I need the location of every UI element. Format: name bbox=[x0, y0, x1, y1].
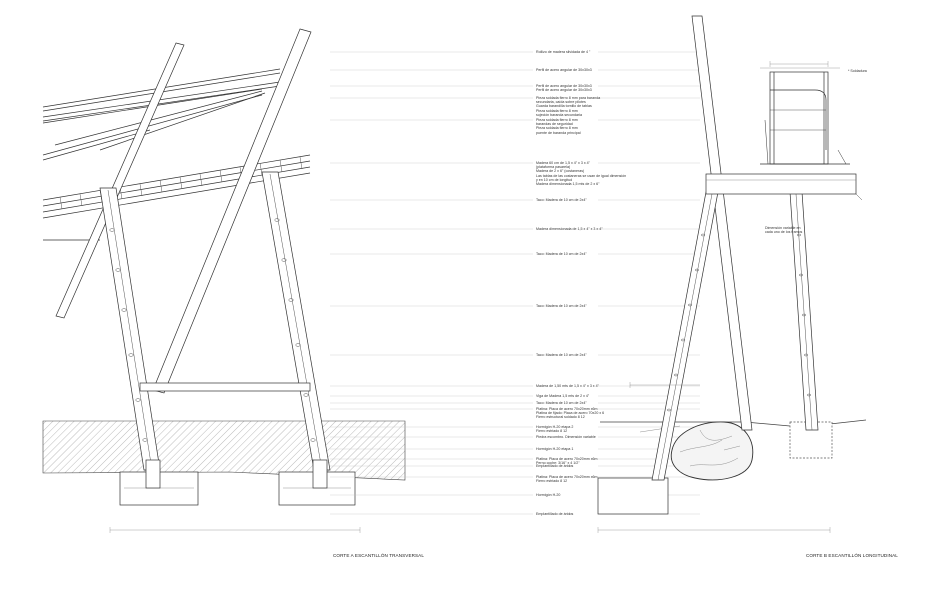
steel-railing bbox=[760, 71, 850, 165]
annotation-label: Hormigón H-20 etapa 1 bbox=[536, 447, 574, 451]
leader-lines bbox=[330, 51, 700, 515]
annotation-label: Piedra escombro. Dimensión variable bbox=[536, 435, 596, 439]
deck-platform bbox=[705, 173, 857, 195]
concrete-footing-secondary bbox=[789, 421, 833, 459]
annotation-label: Perfil de acero angular de 30x30x3 bbox=[536, 68, 592, 72]
longitudinal-section bbox=[597, 15, 867, 533]
annotation-label: Taco: Madera de 10 cm de 2x4" bbox=[536, 353, 587, 357]
transversal-section bbox=[42, 28, 406, 533]
annotation-label: Emplantillado de áridos bbox=[536, 464, 574, 468]
annotation-label: Madera dimensionada de 1,5 x 4" x 3 x 4" bbox=[536, 227, 603, 231]
caption-left: CORTE A ESCANTILLÓN TRANSVERSAL bbox=[333, 553, 425, 558]
annotation-label: Pieza soldada fierro 8 mm barandas de se… bbox=[536, 118, 581, 135]
annotation-label: Perfil de acero angular de 30x30x3 Perfi… bbox=[536, 84, 592, 93]
annotation-label: Pieza soldada fierro 8 mm para baranda s… bbox=[536, 96, 601, 117]
caption-right: CORTE B ESCANTILLÓN LONGITUDINAL bbox=[806, 553, 898, 558]
note-weld: * Soldadura bbox=[848, 69, 867, 73]
annotation-label: Viga de Madera 1,5 mts de 2 x 4" bbox=[536, 394, 590, 398]
annotation-label: Taco: Madera de 10 cm de 2x4" bbox=[536, 198, 587, 202]
lower-beam bbox=[139, 382, 311, 392]
annotation-label: Taco: Madera de 10 cm de 2x4" bbox=[536, 304, 587, 308]
annotation-label: Madera de 1,50 mts de 1,5 x 4" x 3 x 4" bbox=[536, 384, 599, 388]
boulder bbox=[670, 421, 754, 481]
annotation-label: Platina: Placa de acero 70x20mm x6m Plat… bbox=[536, 407, 605, 420]
diagonal-poles bbox=[55, 28, 312, 394]
annotation-label: Hormigón H-20 bbox=[536, 493, 561, 497]
annotation-label: Hormigón H-20 etapa 2 Fierro estriado 8 … bbox=[536, 425, 574, 434]
annotation-label: Platina: Placa de acero 70x20mm x6m Fier… bbox=[536, 475, 598, 484]
ground-soil bbox=[42, 420, 406, 481]
concrete-footing-main bbox=[597, 477, 669, 515]
annotation-label: Platina: Placa de acero 70x20mm x6m Pern… bbox=[536, 457, 598, 466]
annotation-label: Taco: Madera de 10 cm de 2x4" bbox=[536, 252, 587, 256]
annotation-label: Rollizo de madera silvidada de 4 " bbox=[536, 50, 591, 54]
main-pole bbox=[691, 15, 753, 431]
annotation-label: Emplantillado de áridos bbox=[536, 512, 574, 516]
annotation-label: Madera 60 cm de 1,5 x 4" x 3 x 4" (plata… bbox=[536, 161, 627, 187]
annotation-label: Taco: Madera de 10 cm de 2x4" bbox=[536, 401, 587, 405]
note-dimension: Dimensión variable en cada uno de los tr… bbox=[765, 226, 803, 235]
